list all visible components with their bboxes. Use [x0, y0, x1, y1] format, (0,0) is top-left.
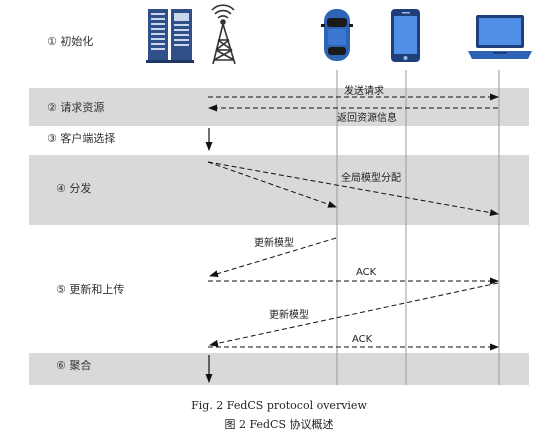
figure-caption-english: Fig. 2 FedCS protocol overview: [191, 399, 367, 412]
step-label-update-upload: ⑤ 更新和上传: [56, 282, 124, 296]
cell-tower-icon: [211, 4, 236, 65]
ack-label-2: ACK: [352, 334, 373, 345]
step-label-aggregation: ⑥ 聚合: [56, 358, 91, 372]
band-request-resources: [29, 88, 529, 126]
smartphone-icon: [391, 9, 420, 62]
band-distribution: [29, 155, 529, 225]
update-model-arrow-2: [209, 282, 499, 347]
update-model-label-1: 更新模型: [254, 236, 294, 249]
step-label-request-resources: ② 请求资源: [47, 100, 104, 114]
update-model-label-2: 更新模型: [269, 308, 309, 321]
step-label-client-selection: ③ 客户端选择: [47, 131, 115, 145]
figure-caption-chinese: 图 2 FedCS 协议概述: [224, 417, 333, 431]
step-label-distribution: ④ 分发: [56, 181, 91, 195]
global-model-label: 全局模型分配: [341, 171, 401, 184]
server-rack-icon: [146, 9, 194, 63]
send-request-label: 发送请求: [344, 84, 384, 97]
update-model-arrow-1: [209, 237, 337, 278]
band-aggregation: [29, 353, 529, 385]
return-resources-label: 返回资源信息: [337, 111, 397, 124]
distribution-arrow-car: [207, 161, 337, 208]
laptop-icon: [468, 15, 532, 59]
step-label-initialize: ① 初始化: [47, 34, 93, 48]
distribution-arrow-laptop: [207, 161, 499, 217]
car-icon: [321, 9, 353, 61]
ack-label-1: ACK: [356, 267, 377, 278]
